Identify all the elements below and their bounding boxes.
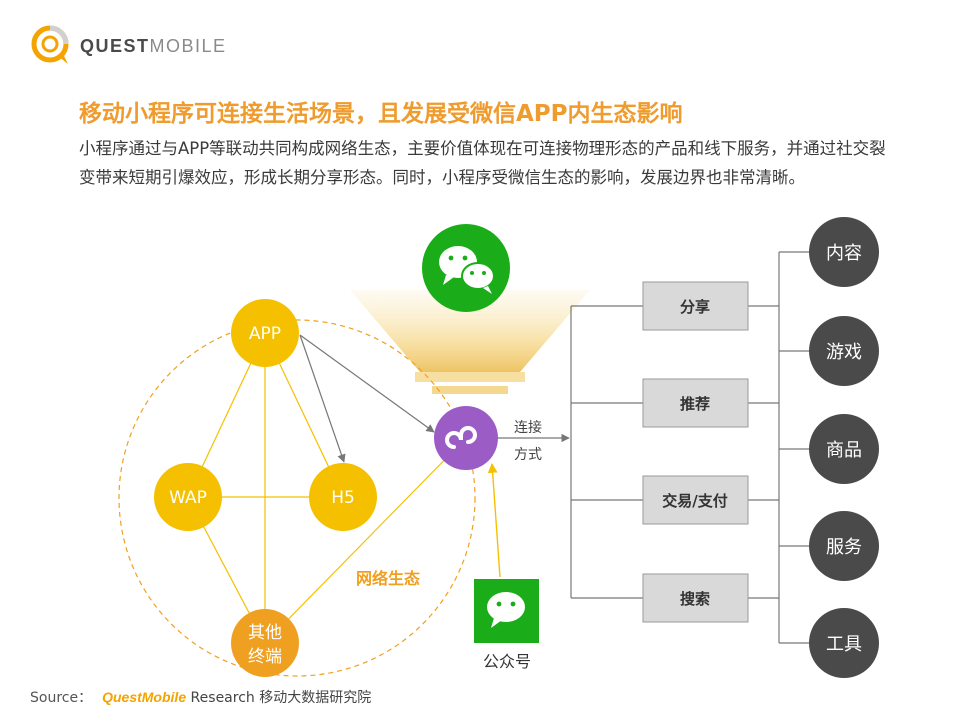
node-app-label: APP: [249, 324, 281, 344]
arrow-app-h5: [299, 334, 346, 463]
page-title: 移动小程序可连接生活场景，且发展受微信APP内生态影响: [79, 101, 683, 127]
scenario-label-game: 游戏: [826, 342, 862, 363]
scenario-node: 商品: [809, 414, 879, 484]
source-rest: Research 移动大数据研究院: [186, 690, 372, 706]
wechat-icon: [422, 224, 510, 312]
method-box: 搜索: [642, 573, 749, 623]
method-label-share: 分享: [680, 298, 710, 316]
scenario-label-content: 内容: [826, 243, 862, 264]
brand-wordmark-strong: QUEST: [80, 36, 150, 56]
method-box: 交易/支付: [642, 475, 749, 525]
miniprogram-link-icon: [434, 406, 498, 470]
scenario-label-goods: 商品: [826, 440, 862, 461]
arrow-official-account: [487, 463, 501, 578]
scenario-node: 工具: [809, 608, 879, 678]
wechat-beam: [350, 290, 590, 372]
methods-bracket: [570, 305, 643, 599]
scenario-label-tool: 工具: [826, 634, 862, 655]
scenarios-bracket: [748, 251, 810, 644]
source-brand: QuestMobile: [102, 689, 187, 705]
method-label-payment: 交易/支付: [662, 492, 727, 510]
questmobile-logo-icon: [31, 25, 69, 64]
network-ecosystem-circle: [118, 319, 476, 677]
node-app: APP: [231, 299, 299, 367]
scenario-label-service: 服务: [826, 537, 862, 558]
official-account-label: 公众号: [483, 652, 531, 671]
node-wap-label: WAP: [169, 488, 207, 508]
arrow-app-miniprogram: [299, 334, 435, 433]
node-wap: WAP: [154, 463, 222, 531]
brand-logo: QUESTMOBILE: [28, 22, 228, 66]
scenario-node: 内容: [809, 217, 879, 287]
node-other-terminal: 其他 终端: [231, 609, 299, 677]
scenario-node: 游戏: [809, 316, 879, 386]
brand-wordmark-light: MOBILE: [149, 36, 227, 56]
method-box: 推荐: [642, 378, 749, 428]
scenario-node: 服务: [809, 511, 879, 581]
wechat-official-account-icon: [474, 579, 539, 643]
wechat-beam-band: [415, 372, 525, 382]
wechat-beam-band: [432, 386, 508, 394]
page-description: 小程序通过与APP等联动共同构成网络生态，主要价值体现在可连接物理形态的产品和线…: [79, 139, 886, 187]
brand-wordmark: QUESTMOBILE: [80, 36, 227, 57]
link-other-miniprogram: [264, 437, 467, 644]
network-ecosystem-label: 网络生态: [356, 569, 420, 588]
node-h5: H5: [309, 463, 377, 531]
node-h5-label: H5: [331, 488, 355, 508]
source-note: Source： QuestMobile Research 移动大数据研究院: [30, 687, 371, 707]
method-box: 分享: [642, 281, 749, 331]
node-other-label-line2: 终端: [248, 647, 282, 667]
method-label-search: 搜索: [680, 590, 710, 608]
node-other-label-line1: 其他: [248, 623, 282, 643]
connect-label-line2: 方式: [514, 447, 542, 463]
connect-label-line1: 连接: [514, 419, 542, 436]
source-prefix: Source：: [30, 690, 93, 706]
method-label-recommend: 推荐: [680, 395, 710, 413]
